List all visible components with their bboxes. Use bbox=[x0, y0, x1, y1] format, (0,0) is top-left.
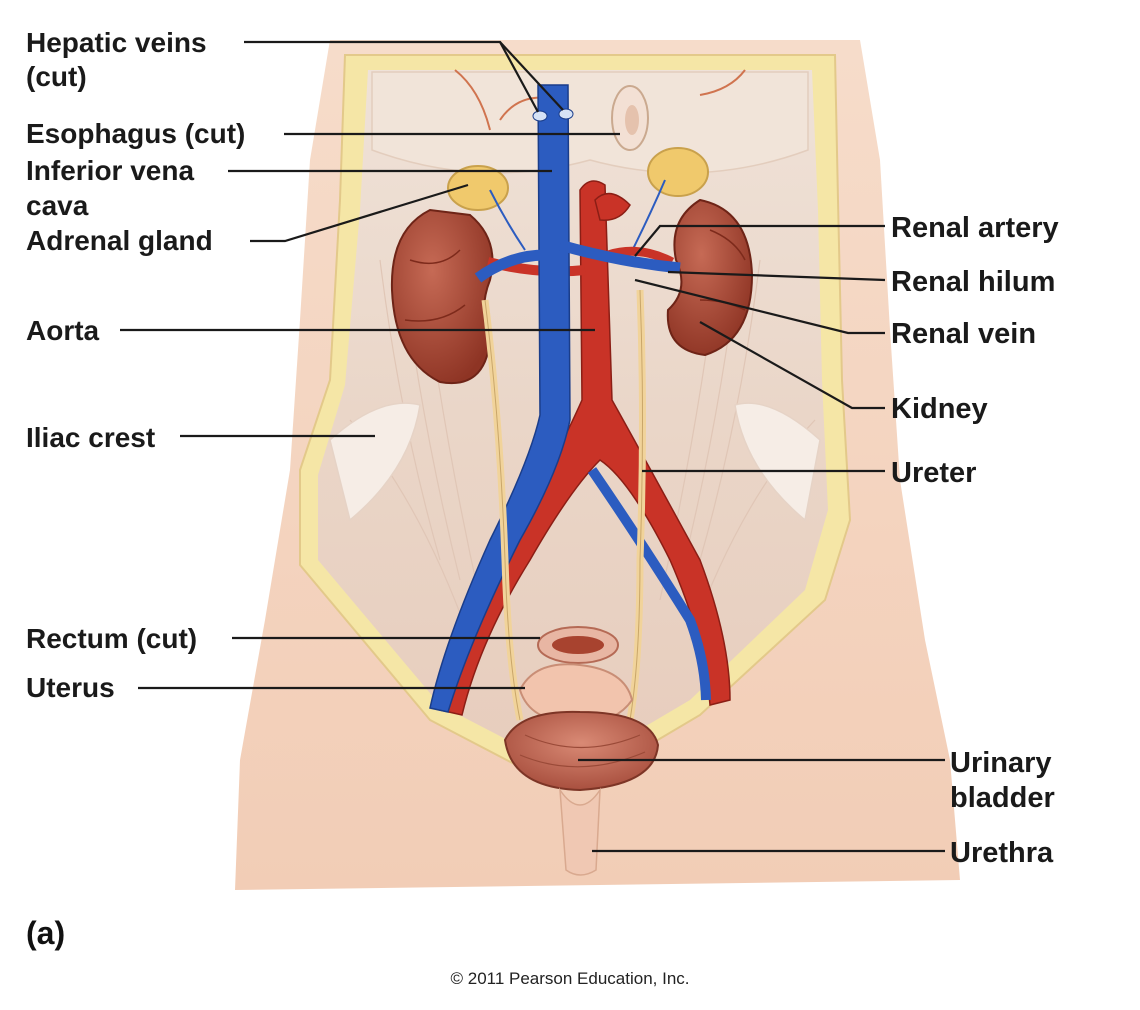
kidney-right bbox=[666, 198, 754, 357]
label-esophagus: Esophagus (cut) bbox=[26, 118, 245, 149]
panel-label: (a) bbox=[26, 915, 65, 951]
label-renal-hilum: Renal hilum bbox=[891, 266, 1055, 298]
rectum-lumen bbox=[552, 636, 604, 654]
ureter-outline bbox=[484, 289, 643, 721]
iliac-crest-right bbox=[734, 402, 821, 522]
label-rectum: Rectum (cut) bbox=[26, 623, 197, 654]
kidney-left-lobes bbox=[404, 249, 466, 322]
label-adrenal-gland: Adrenal gland bbox=[26, 225, 213, 256]
label-bladder: bladder bbox=[950, 782, 1055, 814]
urethra bbox=[559, 787, 601, 876]
hepatic-vein-2 bbox=[558, 108, 574, 120]
right-iliac-vein bbox=[587, 467, 711, 701]
diaphragm bbox=[371, 71, 809, 174]
label-urethra: Urethra bbox=[950, 837, 1054, 869]
hepatic-vein-1 bbox=[532, 110, 548, 122]
label-kidney: Kidney bbox=[891, 393, 988, 425]
adrenal-gland-left bbox=[447, 165, 509, 211]
label-hepatic-veins: Hepatic veins bbox=[26, 27, 207, 58]
bladder-folds bbox=[519, 734, 646, 768]
urinary-bladder bbox=[503, 710, 660, 792]
label-inferior-vena: Inferior vena bbox=[26, 155, 194, 186]
label-aorta: Aorta bbox=[26, 315, 100, 346]
copyright-notice: © 2011 Pearson Education, Inc. bbox=[450, 969, 689, 988]
label-renal-vein: Renal vein bbox=[891, 318, 1036, 350]
esophagus-lumen bbox=[625, 105, 639, 135]
label-cava: cava bbox=[26, 190, 89, 221]
inferior-vena-cava bbox=[429, 84, 571, 713]
label-urinary: Urinary bbox=[950, 747, 1052, 779]
label-ureter: Ureter bbox=[891, 457, 976, 489]
label-uterus: Uterus bbox=[26, 672, 115, 703]
label-iliac-crest: Iliac crest bbox=[26, 422, 155, 453]
leader-lines bbox=[120, 40, 945, 853]
celiac-branches bbox=[594, 192, 631, 221]
renal-vein-right bbox=[558, 239, 681, 274]
adrenal-gland-right bbox=[647, 147, 709, 197]
renal-vein-left bbox=[474, 249, 546, 283]
label-renal-artery: Renal artery bbox=[891, 212, 1059, 244]
label-hepatic-veins-cut: (cut) bbox=[26, 61, 87, 92]
iliac-crest-left bbox=[329, 402, 421, 522]
